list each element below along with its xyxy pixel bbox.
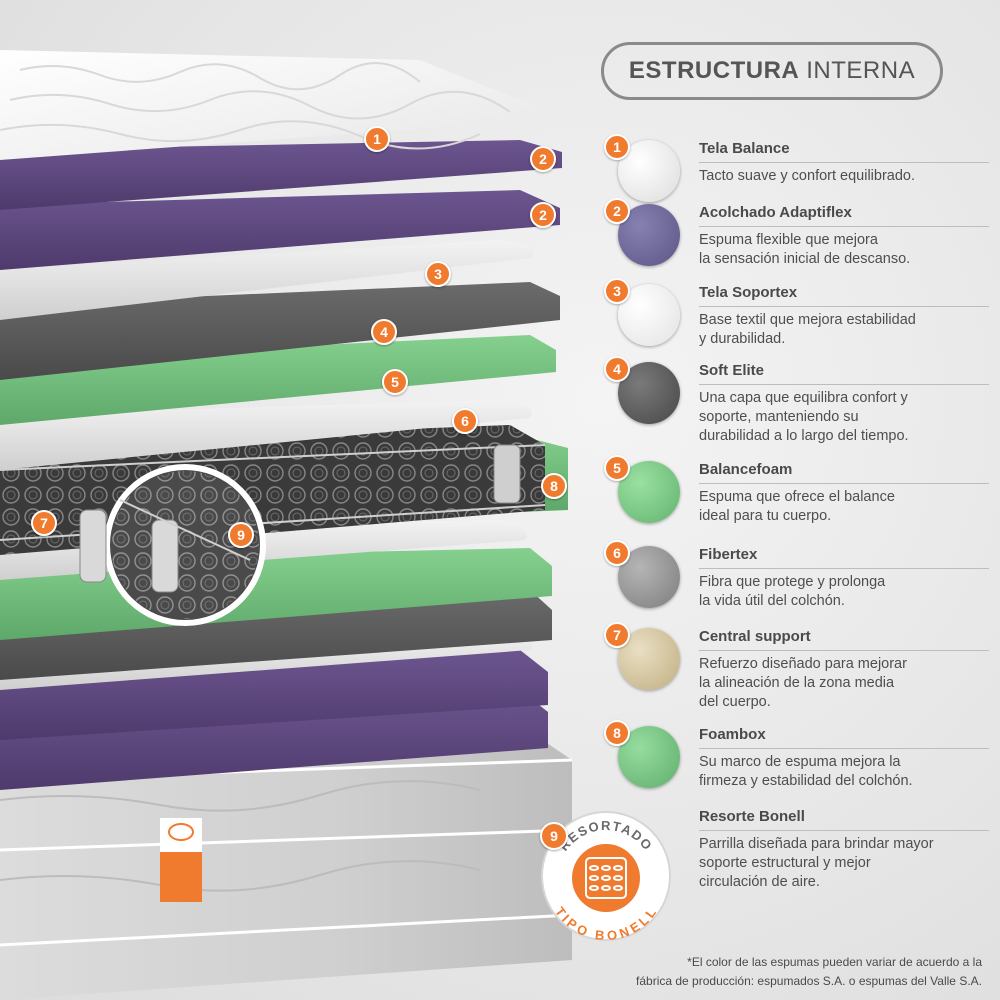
layer-number: 6 bbox=[604, 540, 630, 566]
callout-6: 6 bbox=[452, 408, 478, 434]
callout-2a: 2 bbox=[530, 146, 556, 172]
title-light: INTERNA bbox=[806, 57, 916, 84]
callout-3: 3 bbox=[425, 261, 451, 287]
layer-number: 3 bbox=[604, 278, 630, 304]
callout-8: 8 bbox=[541, 473, 567, 499]
layer-number: 1 bbox=[604, 134, 630, 160]
layer-description: Su marco de espuma mejora la firmeza y e… bbox=[699, 754, 913, 789]
layer-name: Soft Elite bbox=[699, 362, 989, 385]
layer-description: Una capa que equilibra confort y soporte… bbox=[699, 390, 909, 444]
callout-7: 7 bbox=[31, 510, 57, 536]
layer-name: Tela Balance bbox=[699, 140, 989, 163]
layer-name: Central support bbox=[699, 628, 989, 651]
layer-name: Resorte Bonell bbox=[699, 808, 989, 831]
page-title: ESTRUCTURA INTERNA bbox=[601, 42, 943, 100]
footnote: *El color de las espumas pueden variar d… bbox=[636, 953, 982, 991]
mattress-exploded-illustration bbox=[0, 50, 573, 1000]
callout-1: 1 bbox=[364, 126, 390, 152]
badge-number: 9 bbox=[540, 822, 568, 850]
layer-name: Balancefoam bbox=[699, 461, 989, 484]
layer-description: Parrilla diseñada para brindar mayor sop… bbox=[699, 836, 934, 890]
layer-description: Refuerzo diseñado para mejorar la alinea… bbox=[699, 656, 907, 710]
callout-4: 4 bbox=[371, 319, 397, 345]
callout-2b: 2 bbox=[530, 202, 556, 228]
layer-description: Espuma que ofrece el balance ideal para … bbox=[699, 489, 895, 524]
callout-5: 5 bbox=[382, 369, 408, 395]
layer-name: Fibertex bbox=[699, 546, 989, 569]
layer-number: 8 bbox=[604, 720, 630, 746]
callout-9: 9 bbox=[228, 522, 254, 548]
footnote-line-2: fábrica de producción: espumados S.A. o … bbox=[636, 974, 982, 988]
layer-number: 2 bbox=[604, 198, 630, 224]
bonnell-spring-badge-icon: RESORTADO TIPO BONELL bbox=[541, 811, 671, 943]
layer-description: Tacto suave y confort equilibrado. bbox=[699, 168, 916, 184]
layer-number: 7 bbox=[604, 622, 630, 648]
layer-description: Espuma flexible que mejora la sensación … bbox=[699, 232, 911, 267]
layer-number: 4 bbox=[604, 356, 630, 382]
title-bold: ESTRUCTURA bbox=[628, 57, 800, 84]
layer-name: Tela Soportex bbox=[699, 284, 989, 307]
layer-name: Foambox bbox=[699, 726, 989, 749]
layer-description: Fibra que protege y prolonga la vida úti… bbox=[699, 574, 886, 609]
footnote-line-1: *El color de las espumas pueden variar d… bbox=[687, 955, 982, 969]
layer-number: 5 bbox=[604, 455, 630, 481]
layer-description: Base textil que mejora estabilidad y dur… bbox=[699, 312, 916, 347]
layer-name: Acolchado Adaptiflex bbox=[699, 204, 989, 227]
